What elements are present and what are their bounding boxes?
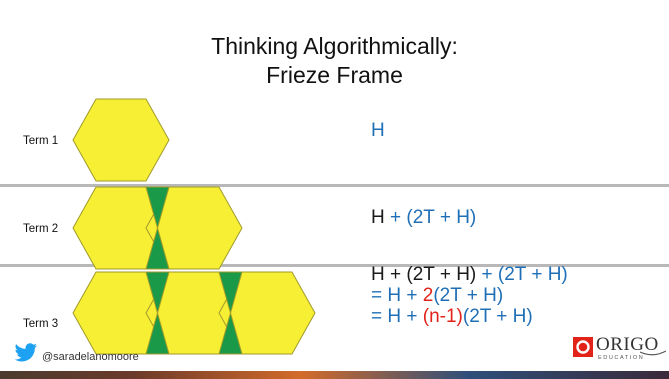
expr-1-h: H bbox=[371, 120, 385, 141]
expr-3c-n: (n-1) bbox=[423, 306, 463, 327]
twitter-handle: @saradelanomoore bbox=[42, 351, 139, 363]
expr-3b-end: (2T + H) bbox=[433, 285, 503, 306]
expr-3a-mid: + (2T + H) bbox=[385, 264, 477, 285]
term-1-hexagon-1 bbox=[73, 99, 169, 181]
expr-3a-end: + (2T + H) bbox=[476, 264, 568, 285]
origo-logo-mark-icon bbox=[572, 336, 594, 358]
term-3-expression-line-2: = H + 2(2T + H) bbox=[371, 285, 503, 307]
expr-2-rest: + (2T + H) bbox=[385, 207, 477, 228]
origo-logo-sub: EDUCATION bbox=[598, 355, 644, 361]
footer-color-bar bbox=[0, 371, 669, 379]
term-3-expression-line-3: = H + (n-1)(2T + H) bbox=[371, 306, 533, 328]
expr-3c-end: (2T + H) bbox=[463, 306, 533, 327]
expr-3b-two: 2 bbox=[423, 285, 434, 306]
term-3-expression-line-1: H + (2T + H) + (2T + H) bbox=[371, 264, 568, 286]
expr-3a-h: H bbox=[371, 264, 385, 285]
origo-logo-swoosh-icon bbox=[640, 350, 666, 358]
term-2-expression: H + (2T + H) bbox=[371, 207, 476, 229]
term-1-expression: H bbox=[371, 120, 385, 142]
expr-3c-start: = H + bbox=[371, 306, 423, 327]
expr-3b-start: = H + bbox=[371, 285, 423, 306]
expr-2-h: H bbox=[371, 207, 385, 228]
twitter-bird-icon bbox=[14, 343, 38, 363]
